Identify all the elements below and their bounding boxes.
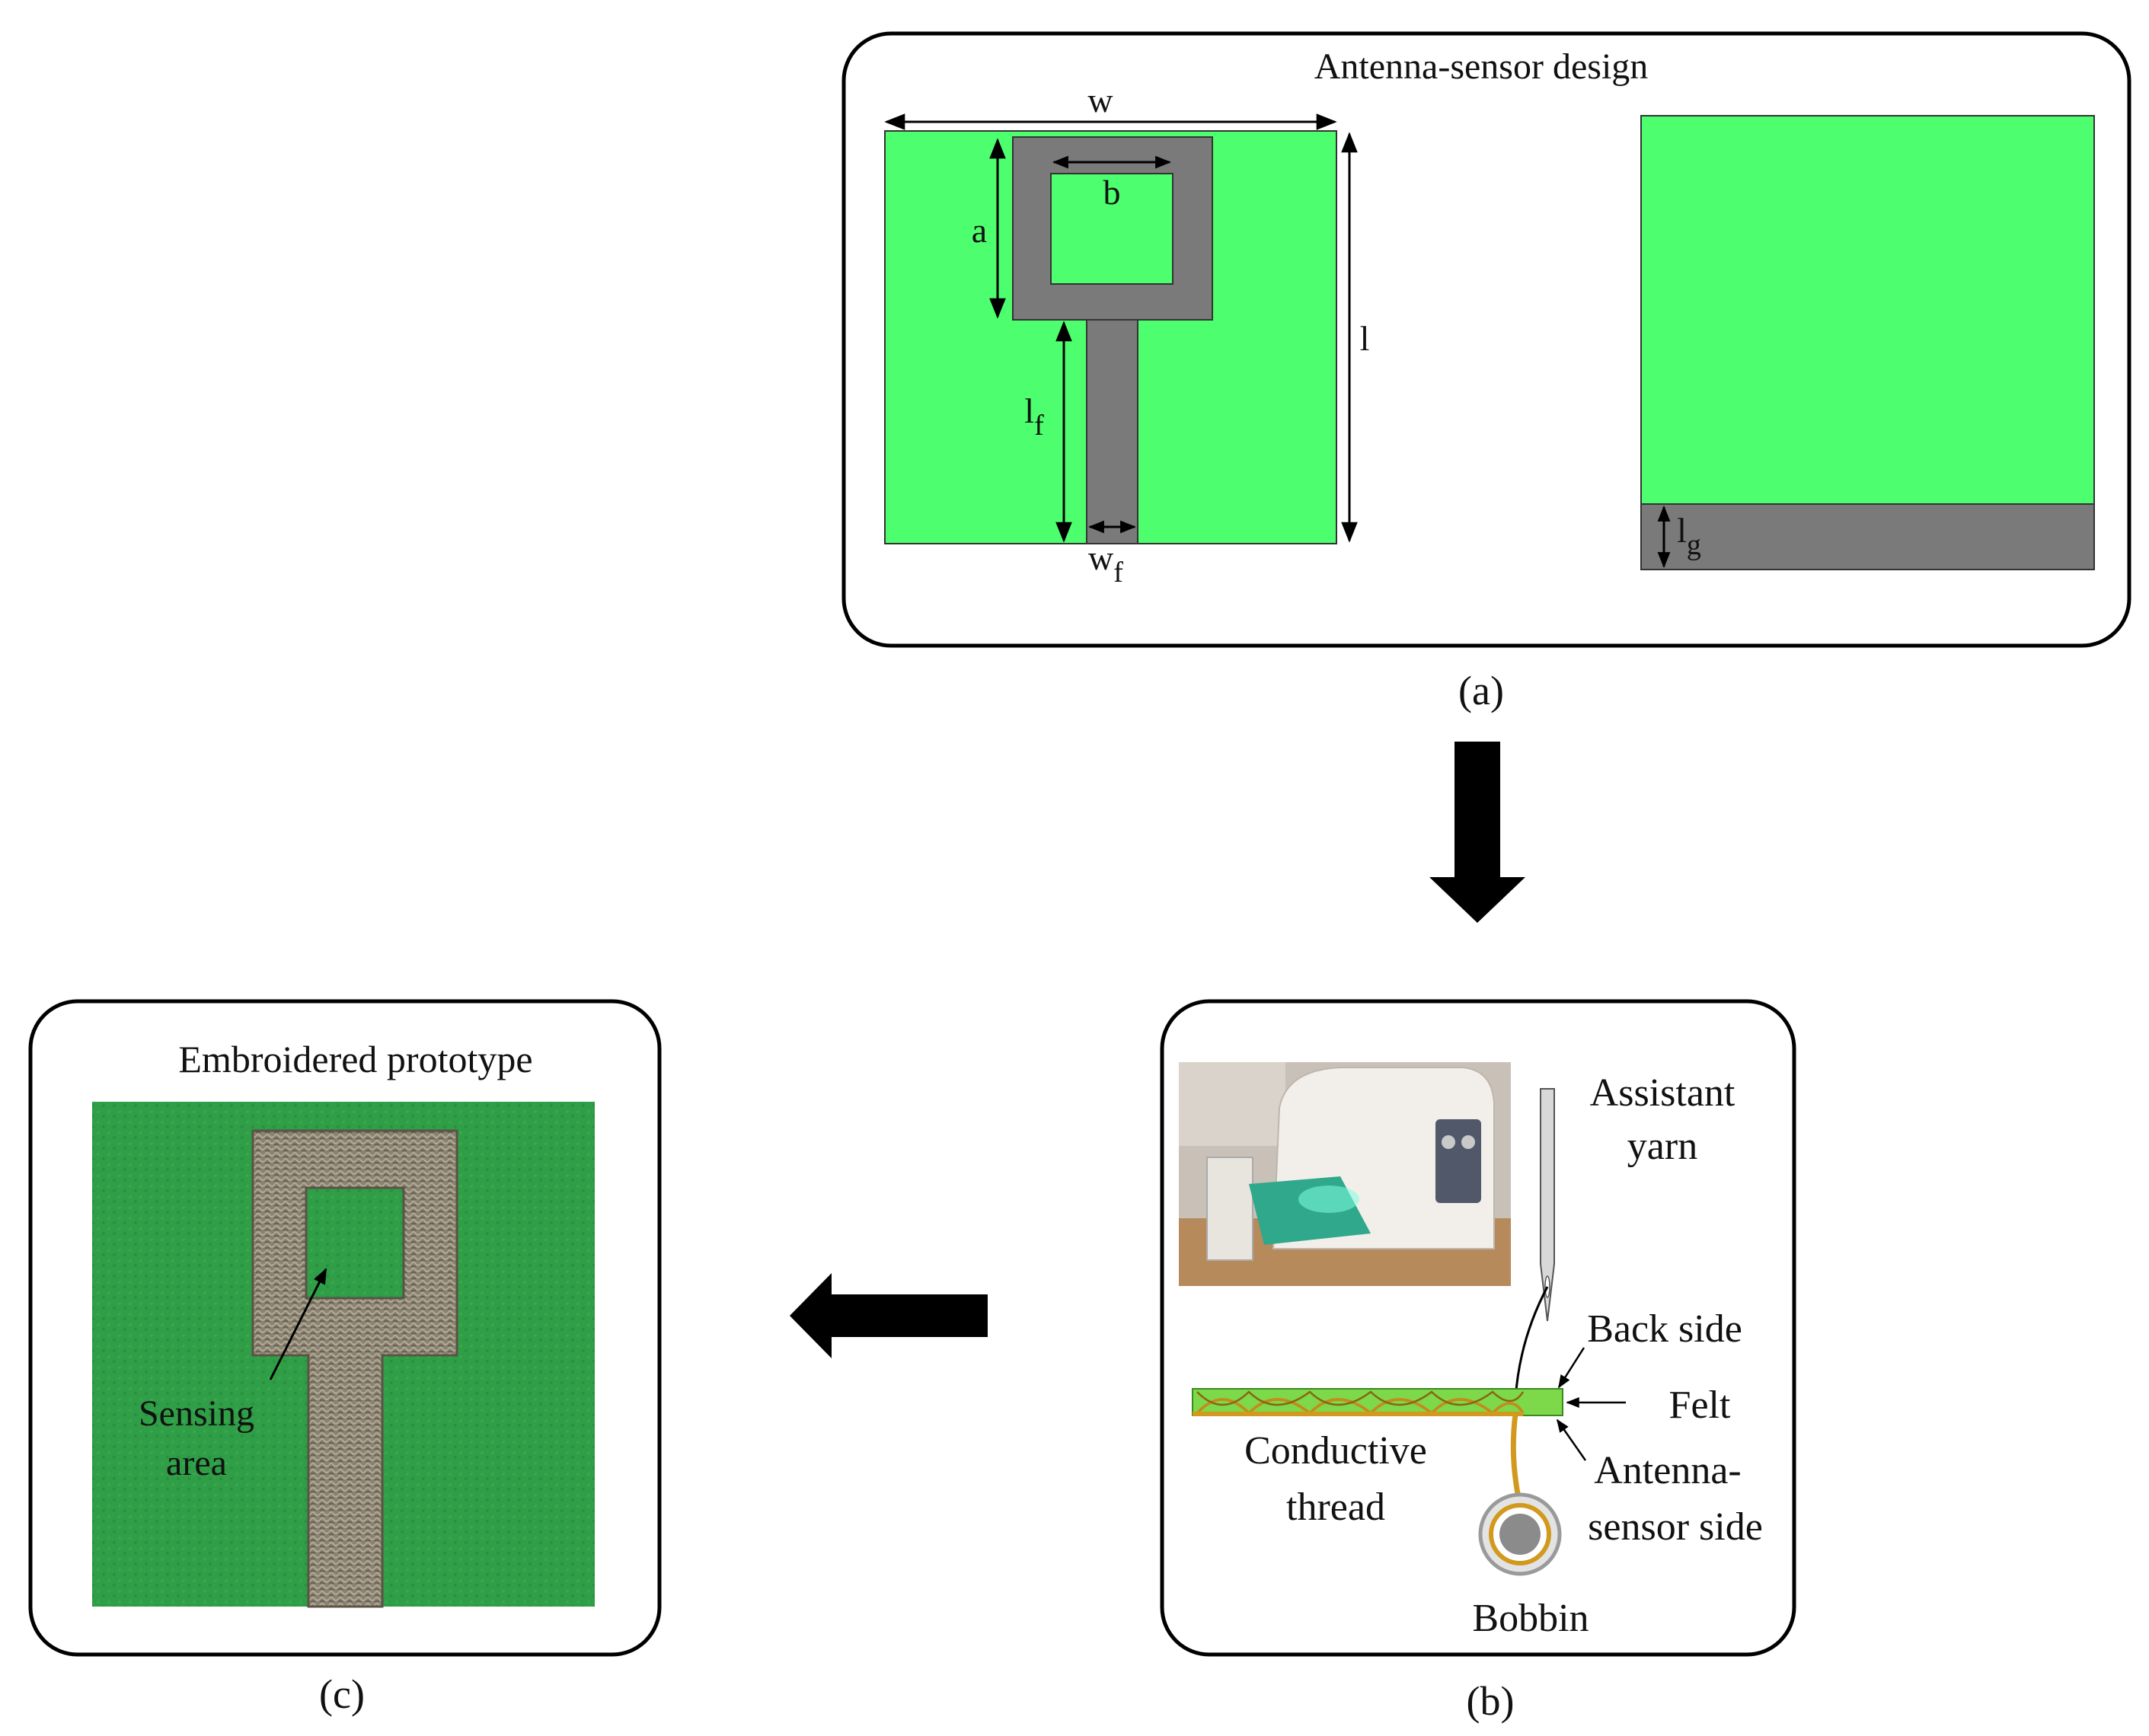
stitch-loops-bottom [1196,1390,1525,1406]
arrow-left [790,1273,988,1358]
label-back-side: Back side [1587,1307,1742,1351]
sewing-machine-photo [1179,1062,1511,1286]
caption-b: (b) [1467,1678,1515,1724]
label-b: b [1103,173,1121,212]
label-thread: thread [1286,1485,1385,1529]
needle-shaft [1540,1088,1555,1322]
label-conductive: Conductive [1244,1429,1427,1473]
assistant-yarn-line [1514,1286,1549,1400]
panel-c: Embroidered prototype Sensing area (c) [28,999,662,1717]
bobbin-core [1499,1514,1541,1555]
label-w: w [1087,81,1113,120]
sensing-slot [1050,173,1173,285]
label-a: a [972,211,987,250]
arrow-down [1429,742,1525,923]
pointer-antenna-side [1556,1418,1587,1461]
antenna-back-view: lg [1640,115,2095,570]
pointer-sensing-area [269,1268,327,1380]
antenna-front-view: w b a l lf wf [884,81,1370,589]
panel-a: Antenna-sensor design w b a l lf wf [841,31,2131,713]
label-lf: lf [1024,391,1044,442]
felt-layer [1192,1388,1563,1416]
label-lg: lg [1677,511,1701,561]
embroidery-arm [1206,1157,1253,1261]
pointer-back-side [1557,1347,1585,1389]
label-antenna: Antenna- [1594,1449,1741,1492]
machine-knob-2 [1461,1135,1475,1149]
label-bobbin: Bobbin [1472,1597,1589,1640]
label-yarn: yarn [1627,1125,1697,1168]
machine-light [1298,1186,1359,1213]
panel-a-title: Antenna-sensor design [1314,46,1649,87]
label-wf: wf [1088,538,1123,589]
feed-line [1086,319,1138,544]
caption-a: (a) [1458,668,1504,713]
label-felt: Felt [1669,1383,1731,1427]
caption-c: (c) [319,1671,365,1717]
needle [1540,1088,1555,1322]
bobbin [1478,1492,1562,1576]
machine-knob-1 [1442,1135,1455,1149]
machine-panel [1435,1119,1481,1203]
substrate-back [1640,115,2095,505]
label-l: l [1360,319,1370,358]
photo-wall [1179,1062,1285,1146]
panel-c-title: Embroidered prototype [178,1038,532,1080]
label-sensing: Sensing [139,1393,254,1434]
label-sensor-side: sensor side [1588,1505,1763,1549]
label-area: area [166,1443,227,1483]
panel-b: Assistant yarn Back side Felt Conductive… [1160,999,1796,1724]
label-assistant: Assistant [1590,1071,1735,1115]
embroidered-antenna [251,1129,458,1608]
ground-plane [1640,503,2095,570]
